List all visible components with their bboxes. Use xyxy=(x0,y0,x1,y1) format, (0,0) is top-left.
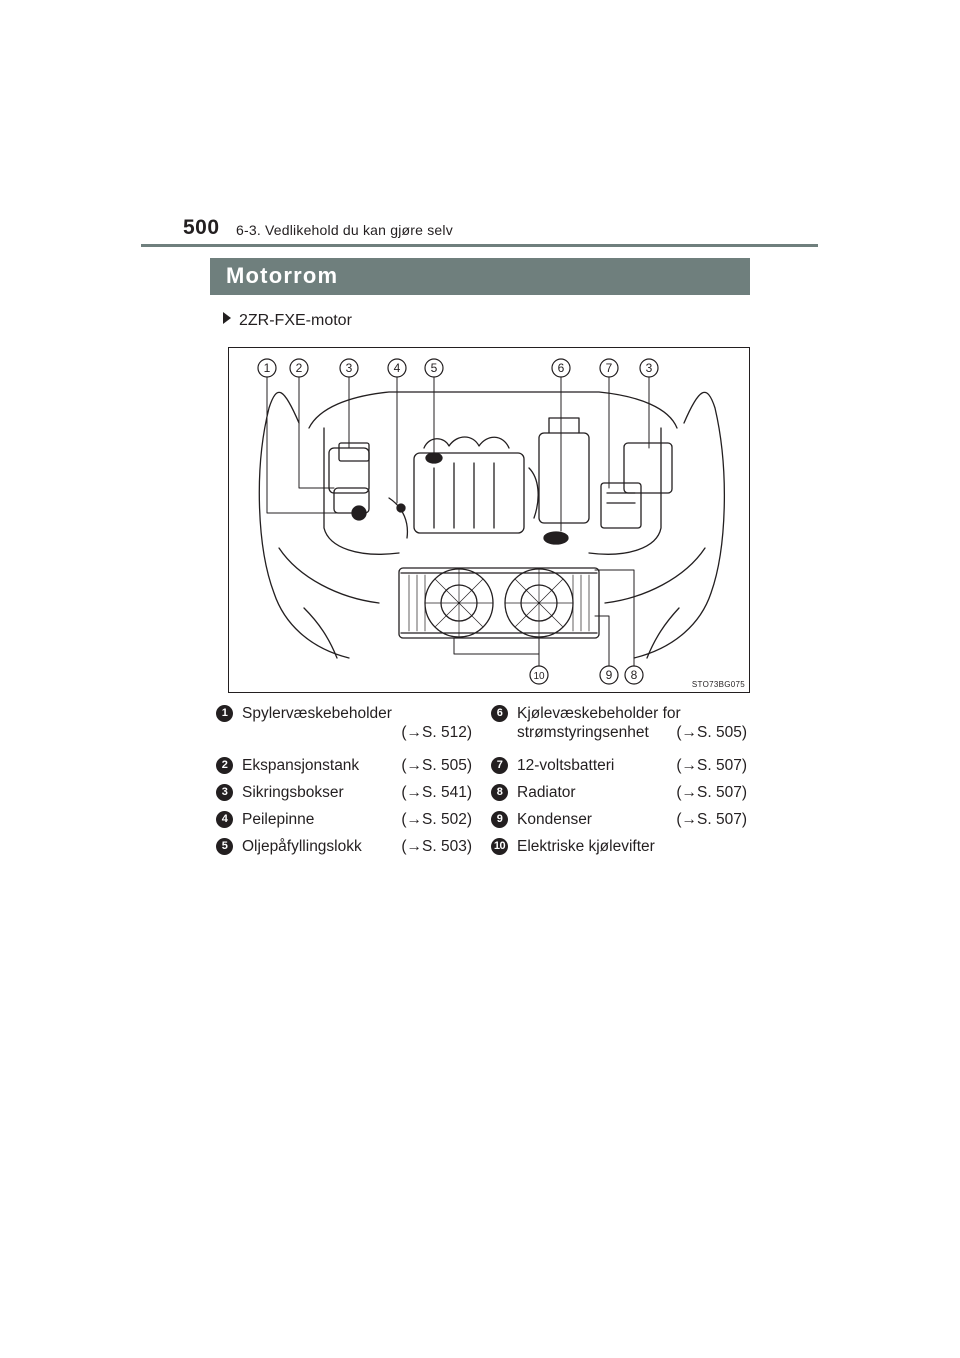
callout-markers: 1 2 3 4 5 6 7 3 10 9 8 xyxy=(257,358,659,685)
engine-variant: 2ZR-FXE-motor xyxy=(223,312,352,330)
page-reference: (→S. 541) xyxy=(401,784,472,801)
fuse-box-left xyxy=(338,442,370,462)
callout-1: 1 xyxy=(257,358,277,378)
expansion-tank xyxy=(328,447,370,494)
section-title: Motorrom xyxy=(226,263,339,288)
legend-item-3: 3 Sikringsbokser (→S. 541) xyxy=(216,783,472,802)
legend-label: Kondenser xyxy=(517,811,592,828)
page-reference: (→S. 505) xyxy=(401,757,472,774)
engine-bay-figure: 1 2 3 4 5 6 7 3 10 9 8 STO73BG075 xyxy=(228,347,750,693)
svg-text:1: 1 xyxy=(264,361,271,375)
legend-number: 9 xyxy=(491,811,508,828)
legend-item-9: 9 Kondenser (→S. 507) xyxy=(491,810,747,829)
legend-label: Ekspansjonstank xyxy=(242,757,360,774)
legend-label: Spylervæskebeholder xyxy=(242,705,392,722)
legend-item-8: 8 Radiator (→S. 507) xyxy=(491,783,747,802)
callout-3b: 3 xyxy=(639,358,659,378)
callout-9: 9 xyxy=(599,665,619,685)
callout-7: 7 xyxy=(599,358,619,378)
svg-text:3: 3 xyxy=(346,361,353,375)
legend-item-6: 6 Kjølevæskebeholder for strømstyringsen… xyxy=(491,704,747,742)
legend-item-2: 2 Ekspansjonstank (→S. 505) xyxy=(216,756,472,775)
svg-text:7: 7 xyxy=(606,361,613,375)
legend-label: Peilepinne xyxy=(242,811,315,828)
section-path: 6-3. Vedlikehold du kan gjøre selv xyxy=(236,222,453,238)
page-reference: (→S. 512) xyxy=(401,724,472,741)
legend-number: 8 xyxy=(491,784,508,801)
svg-text:9: 9 xyxy=(606,668,613,682)
svg-text:6: 6 xyxy=(558,361,565,375)
legend-label: Kjølevæskebeholder for xyxy=(517,705,681,722)
legend-item-1: 1 Spylervæskebeholder (→S. 512) xyxy=(216,704,472,742)
legend-item-4: 4 Peilepinne (→S. 502) xyxy=(216,810,472,829)
callout-5: 5 xyxy=(424,358,444,378)
legend-label: Sikringsbokser xyxy=(242,784,344,801)
dipstick xyxy=(396,503,406,513)
legend-number: 10 xyxy=(491,838,508,855)
figure-code: STO73BG075 xyxy=(691,680,745,689)
legend-number: 2 xyxy=(216,757,233,774)
svg-text:10: 10 xyxy=(533,671,545,682)
page-reference: (→S. 507) xyxy=(676,811,747,828)
legend-number: 1 xyxy=(216,705,233,722)
legend-label: Radiator xyxy=(517,784,576,801)
legend-item-10: 10 Elektriske kjølevifter xyxy=(491,837,747,856)
legend-label: Elektriske kjølevifter xyxy=(517,838,655,855)
page-reference: (→S. 507) xyxy=(676,784,747,801)
engine-bay-illustration: 1 2 3 4 5 6 7 3 10 9 8 xyxy=(257,358,725,685)
fuse-box-right xyxy=(623,442,673,494)
leader-lines xyxy=(266,376,650,667)
legend-label: Oljepåfyllingslokk xyxy=(242,838,362,855)
svg-text:5: 5 xyxy=(431,361,438,375)
svg-text:2: 2 xyxy=(296,361,303,375)
legend-number: 3 xyxy=(216,784,233,801)
triangle-bullet-icon xyxy=(223,312,231,324)
engine-block xyxy=(413,452,525,534)
svg-text:3: 3 xyxy=(646,361,653,375)
callout-3: 3 xyxy=(339,358,359,378)
hood-outline xyxy=(258,391,350,659)
legend-label-line2: strømstyringsenhet xyxy=(517,724,649,741)
engine-variant-label: 2ZR-FXE-motor xyxy=(239,312,352,329)
legend-number: 7 xyxy=(491,757,508,774)
section-title-band: Motorrom xyxy=(210,258,750,295)
page-reference: (→S. 505) xyxy=(676,724,747,741)
legend-item-7: 7 12-voltsbatteri (→S. 507) xyxy=(491,756,747,775)
header-rule xyxy=(141,244,818,247)
legend-number: 5 xyxy=(216,838,233,855)
page-reference: (→S. 503) xyxy=(401,838,472,855)
legend-label: 12-voltsbatteri xyxy=(517,757,615,774)
page-number: 500 xyxy=(183,216,220,239)
page-reference: (→S. 507) xyxy=(676,757,747,774)
radiator xyxy=(398,567,600,639)
legend-number: 4 xyxy=(216,811,233,828)
svg-text:4: 4 xyxy=(394,361,401,375)
legend-item-5: 5 Oljepåfyllingslokk (→S. 503) xyxy=(216,837,472,856)
callout-6: 6 xyxy=(551,358,571,378)
legend-number: 6 xyxy=(491,705,508,722)
callout-10: 10 xyxy=(529,665,549,685)
page-reference: (→S. 502) xyxy=(401,811,472,828)
oil-cap xyxy=(425,452,443,464)
callout-8: 8 xyxy=(624,665,644,685)
callout-2: 2 xyxy=(289,358,309,378)
svg-text:8: 8 xyxy=(631,668,638,682)
callout-4: 4 xyxy=(387,358,407,378)
inverter-coolant-cap xyxy=(543,531,569,545)
battery xyxy=(600,482,642,529)
